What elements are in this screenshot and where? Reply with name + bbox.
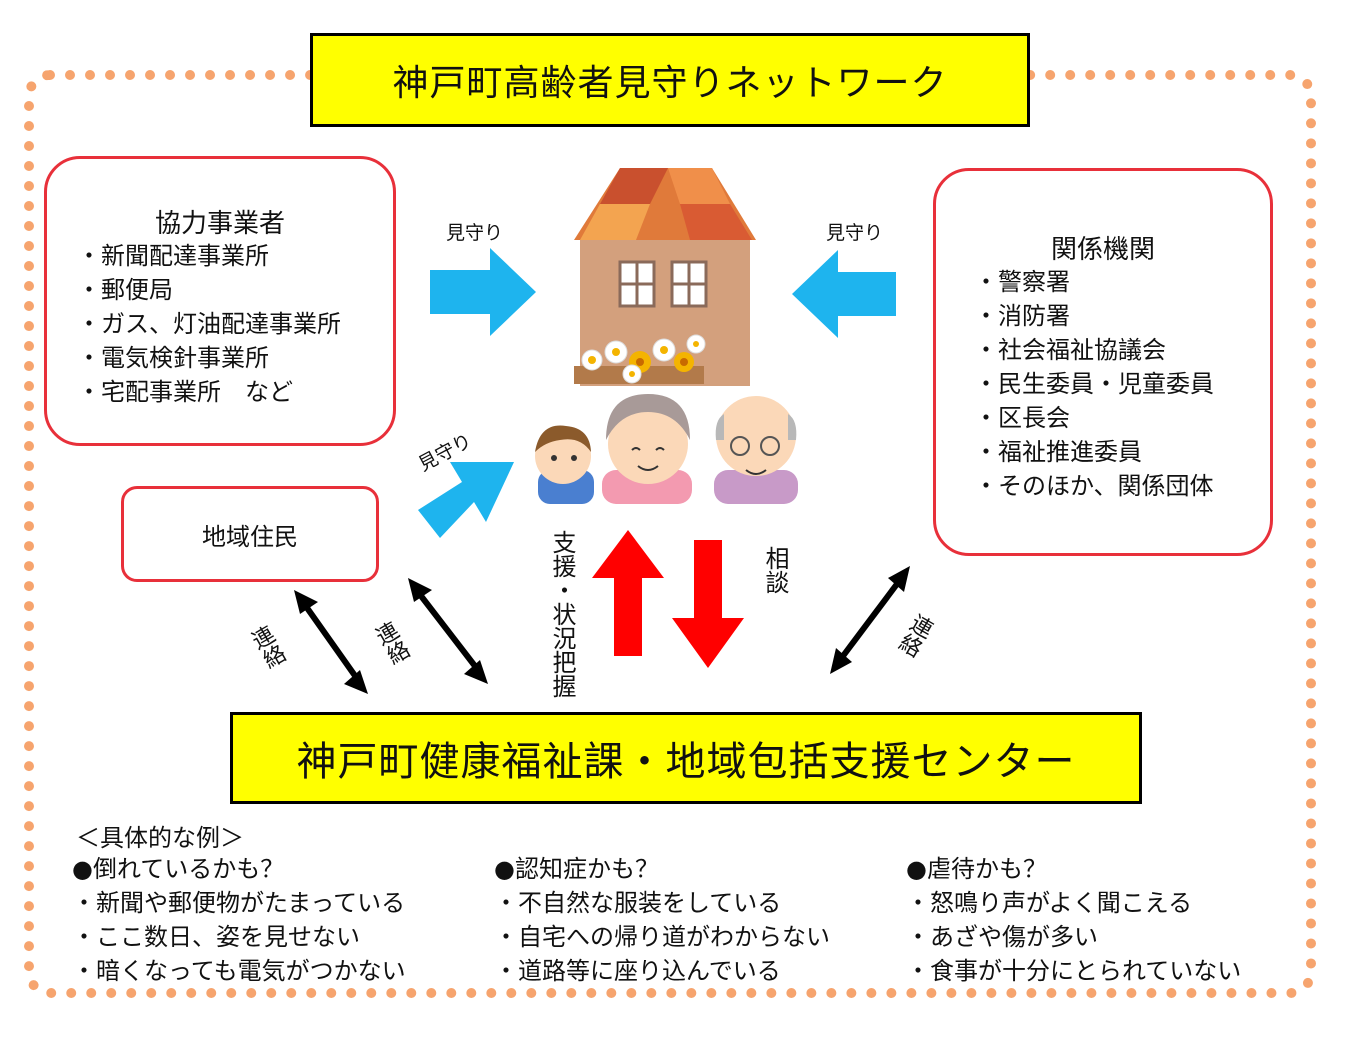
list-item: ・新聞や郵便物がたまっている bbox=[72, 889, 406, 917]
list-item: ・道路等に座り込んでいる bbox=[494, 957, 781, 985]
list-item: ・あざや傷が多い bbox=[906, 923, 1098, 951]
agencies-box: 関係機関 ・警察署 ・消防署 ・社会福祉協議会 ・民生委員・児童委員 ・区長会 … bbox=[933, 168, 1273, 556]
list-item: ・民生委員・児童委員 bbox=[974, 370, 1214, 398]
list-item: ・自宅への帰り道がわからない bbox=[494, 923, 830, 951]
child-icon bbox=[535, 425, 594, 504]
consult-arrow-down bbox=[672, 540, 744, 668]
partners-heading: 協力事業者 bbox=[154, 209, 285, 239]
list-item: ・福祉推進委員 bbox=[974, 438, 1142, 466]
support-arrow-up bbox=[592, 530, 664, 656]
list-item: ・新聞配達事業所 bbox=[77, 242, 269, 270]
example-heading: ●倒れているかも？ bbox=[72, 855, 285, 883]
list-item: ・警察署 bbox=[974, 268, 1070, 296]
list-item: ・宅配事業所 など bbox=[77, 378, 293, 406]
residents-box: 地域住民 bbox=[121, 486, 379, 582]
list-item: ・社会福祉協議会 bbox=[974, 336, 1166, 364]
grandfather-icon bbox=[714, 396, 798, 504]
watch-arrow-left bbox=[430, 248, 536, 336]
house-icon bbox=[574, 168, 756, 386]
example-column: ●倒れているかも？ ・新聞や郵便物がたまっている ・ここ数日、姿を見せない ・暗… bbox=[72, 852, 406, 988]
watch-arrow-right bbox=[792, 250, 896, 338]
partners-list: ・新聞配達事業所 ・郵便局 ・ガス、灯油配達事業所 ・電気検針事業所 ・宅配事業… bbox=[77, 239, 341, 409]
list-item: ・そのほか、関係団体 bbox=[974, 472, 1214, 500]
support-label: 支援・状況把握 bbox=[548, 530, 576, 698]
watch-arrow-residents bbox=[418, 462, 514, 538]
list-item: ・不自然な服装をしている bbox=[494, 889, 782, 917]
residents-label: 地域住民 bbox=[202, 522, 298, 551]
list-item: ・電気検針事業所 bbox=[77, 344, 269, 372]
example-column: ●虐待かも？ ・怒鳴り声がよく聞こえる ・あざや傷が多い ・食事が十分にとられて… bbox=[906, 852, 1241, 988]
network-title: 神戸町高齢者見守りネットワーク bbox=[310, 33, 1030, 127]
flowers-icon bbox=[581, 334, 706, 384]
example-column: ●認知症かも？ ・不自然な服装をしている ・自宅への帰り道がわからない ・道路等… bbox=[494, 852, 830, 988]
example-heading: ●虐待かも？ bbox=[906, 855, 1047, 883]
contact-arrow-1 bbox=[294, 590, 368, 694]
consult-label: 相談 bbox=[761, 546, 789, 594]
list-item: ・食事が十分にとられていない bbox=[906, 957, 1242, 985]
list-item: ・ここ数日、姿を見せない bbox=[72, 923, 360, 951]
list-item: ・区長会 bbox=[974, 404, 1070, 432]
partners-box: 協力事業者 ・新聞配達事業所 ・郵便局 ・ガス、灯油配達事業所 ・電気検針事業所… bbox=[44, 156, 396, 446]
list-item: ・ガス、灯油配達事業所 bbox=[77, 310, 341, 338]
list-item: ・怒鳴り声がよく聞こえる bbox=[906, 889, 1193, 917]
watch-label-left: 見守り bbox=[446, 222, 504, 244]
list-item: ・消防署 bbox=[974, 302, 1070, 330]
agencies-heading: 関係機関 bbox=[1050, 235, 1155, 265]
contact-arrow-2 bbox=[408, 578, 488, 684]
center-title: 神戸町健康福祉課・地域包括支援センター bbox=[230, 712, 1142, 804]
contact-arrow-3 bbox=[830, 566, 910, 674]
grandmother-icon bbox=[602, 394, 692, 504]
example-heading: ●認知症かも？ bbox=[494, 855, 659, 883]
watch-label-right: 見守り bbox=[826, 222, 884, 244]
list-item: ・暗くなっても電気がつかない bbox=[72, 957, 406, 985]
list-item: ・郵便局 bbox=[77, 276, 173, 304]
examples-heading: ＜具体的な例＞ bbox=[76, 824, 244, 852]
agencies-list: ・警察署 ・消防署 ・社会福祉協議会 ・民生委員・児童委員 ・区長会 ・福祉推進… bbox=[974, 265, 1214, 503]
